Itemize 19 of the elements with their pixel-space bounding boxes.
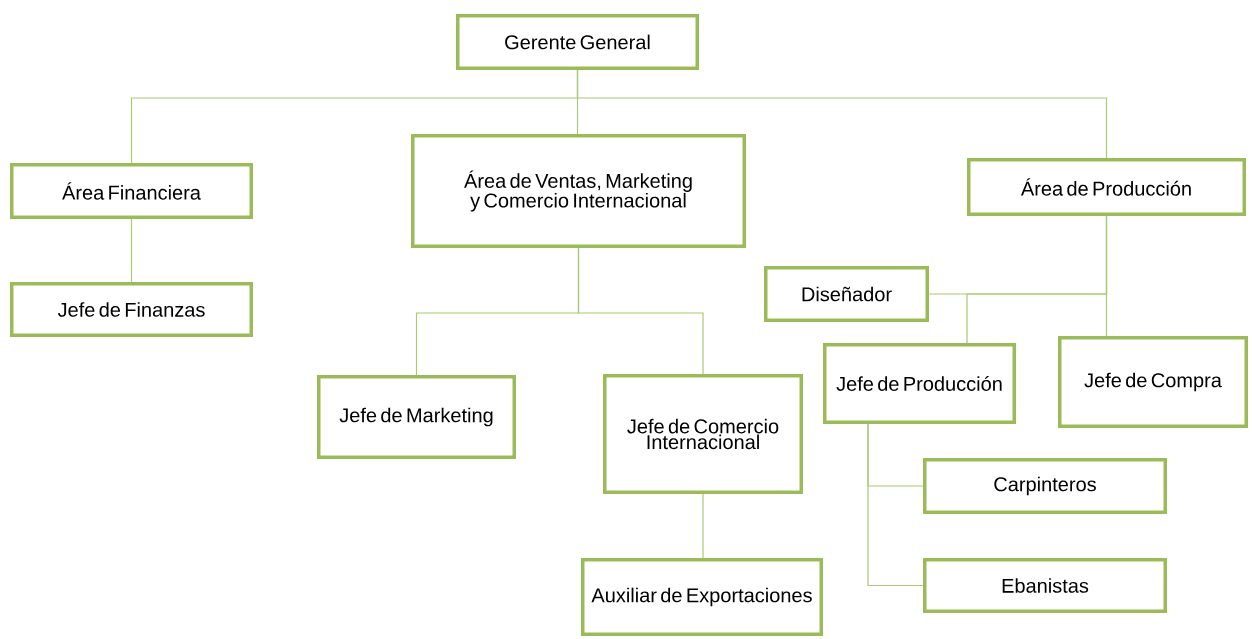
org-box: Área de Ventas, Marketing y Comercio Internacional — [411, 134, 746, 248]
connector-line — [702, 493, 704, 559]
org-box: Jefe de Marketing — [317, 375, 516, 459]
connector-line — [867, 423, 924, 587]
org-box: Jefe de Compra — [1058, 336, 1248, 428]
connector-line — [577, 247, 704, 375]
org-box: Gerente General — [456, 14, 699, 70]
org-box: Área de Producción — [967, 158, 1246, 216]
org-box: Jefe de Producción — [823, 343, 1016, 424]
org-box: Auxiliar de Exportaciones — [581, 558, 823, 636]
org-box: Jefe de Finanzas — [10, 282, 253, 337]
org-box: Área Financiera — [10, 163, 253, 219]
connector-line — [576, 69, 1108, 159]
connector-line — [130, 218, 133, 283]
org-box: Jefe de Comercio Internacional — [603, 374, 803, 494]
connector-line — [1105, 215, 1108, 337]
org-box: Diseñador — [764, 266, 929, 322]
org-box: Ebanistas — [923, 558, 1167, 613]
org-box: Carpinteros — [923, 458, 1167, 514]
